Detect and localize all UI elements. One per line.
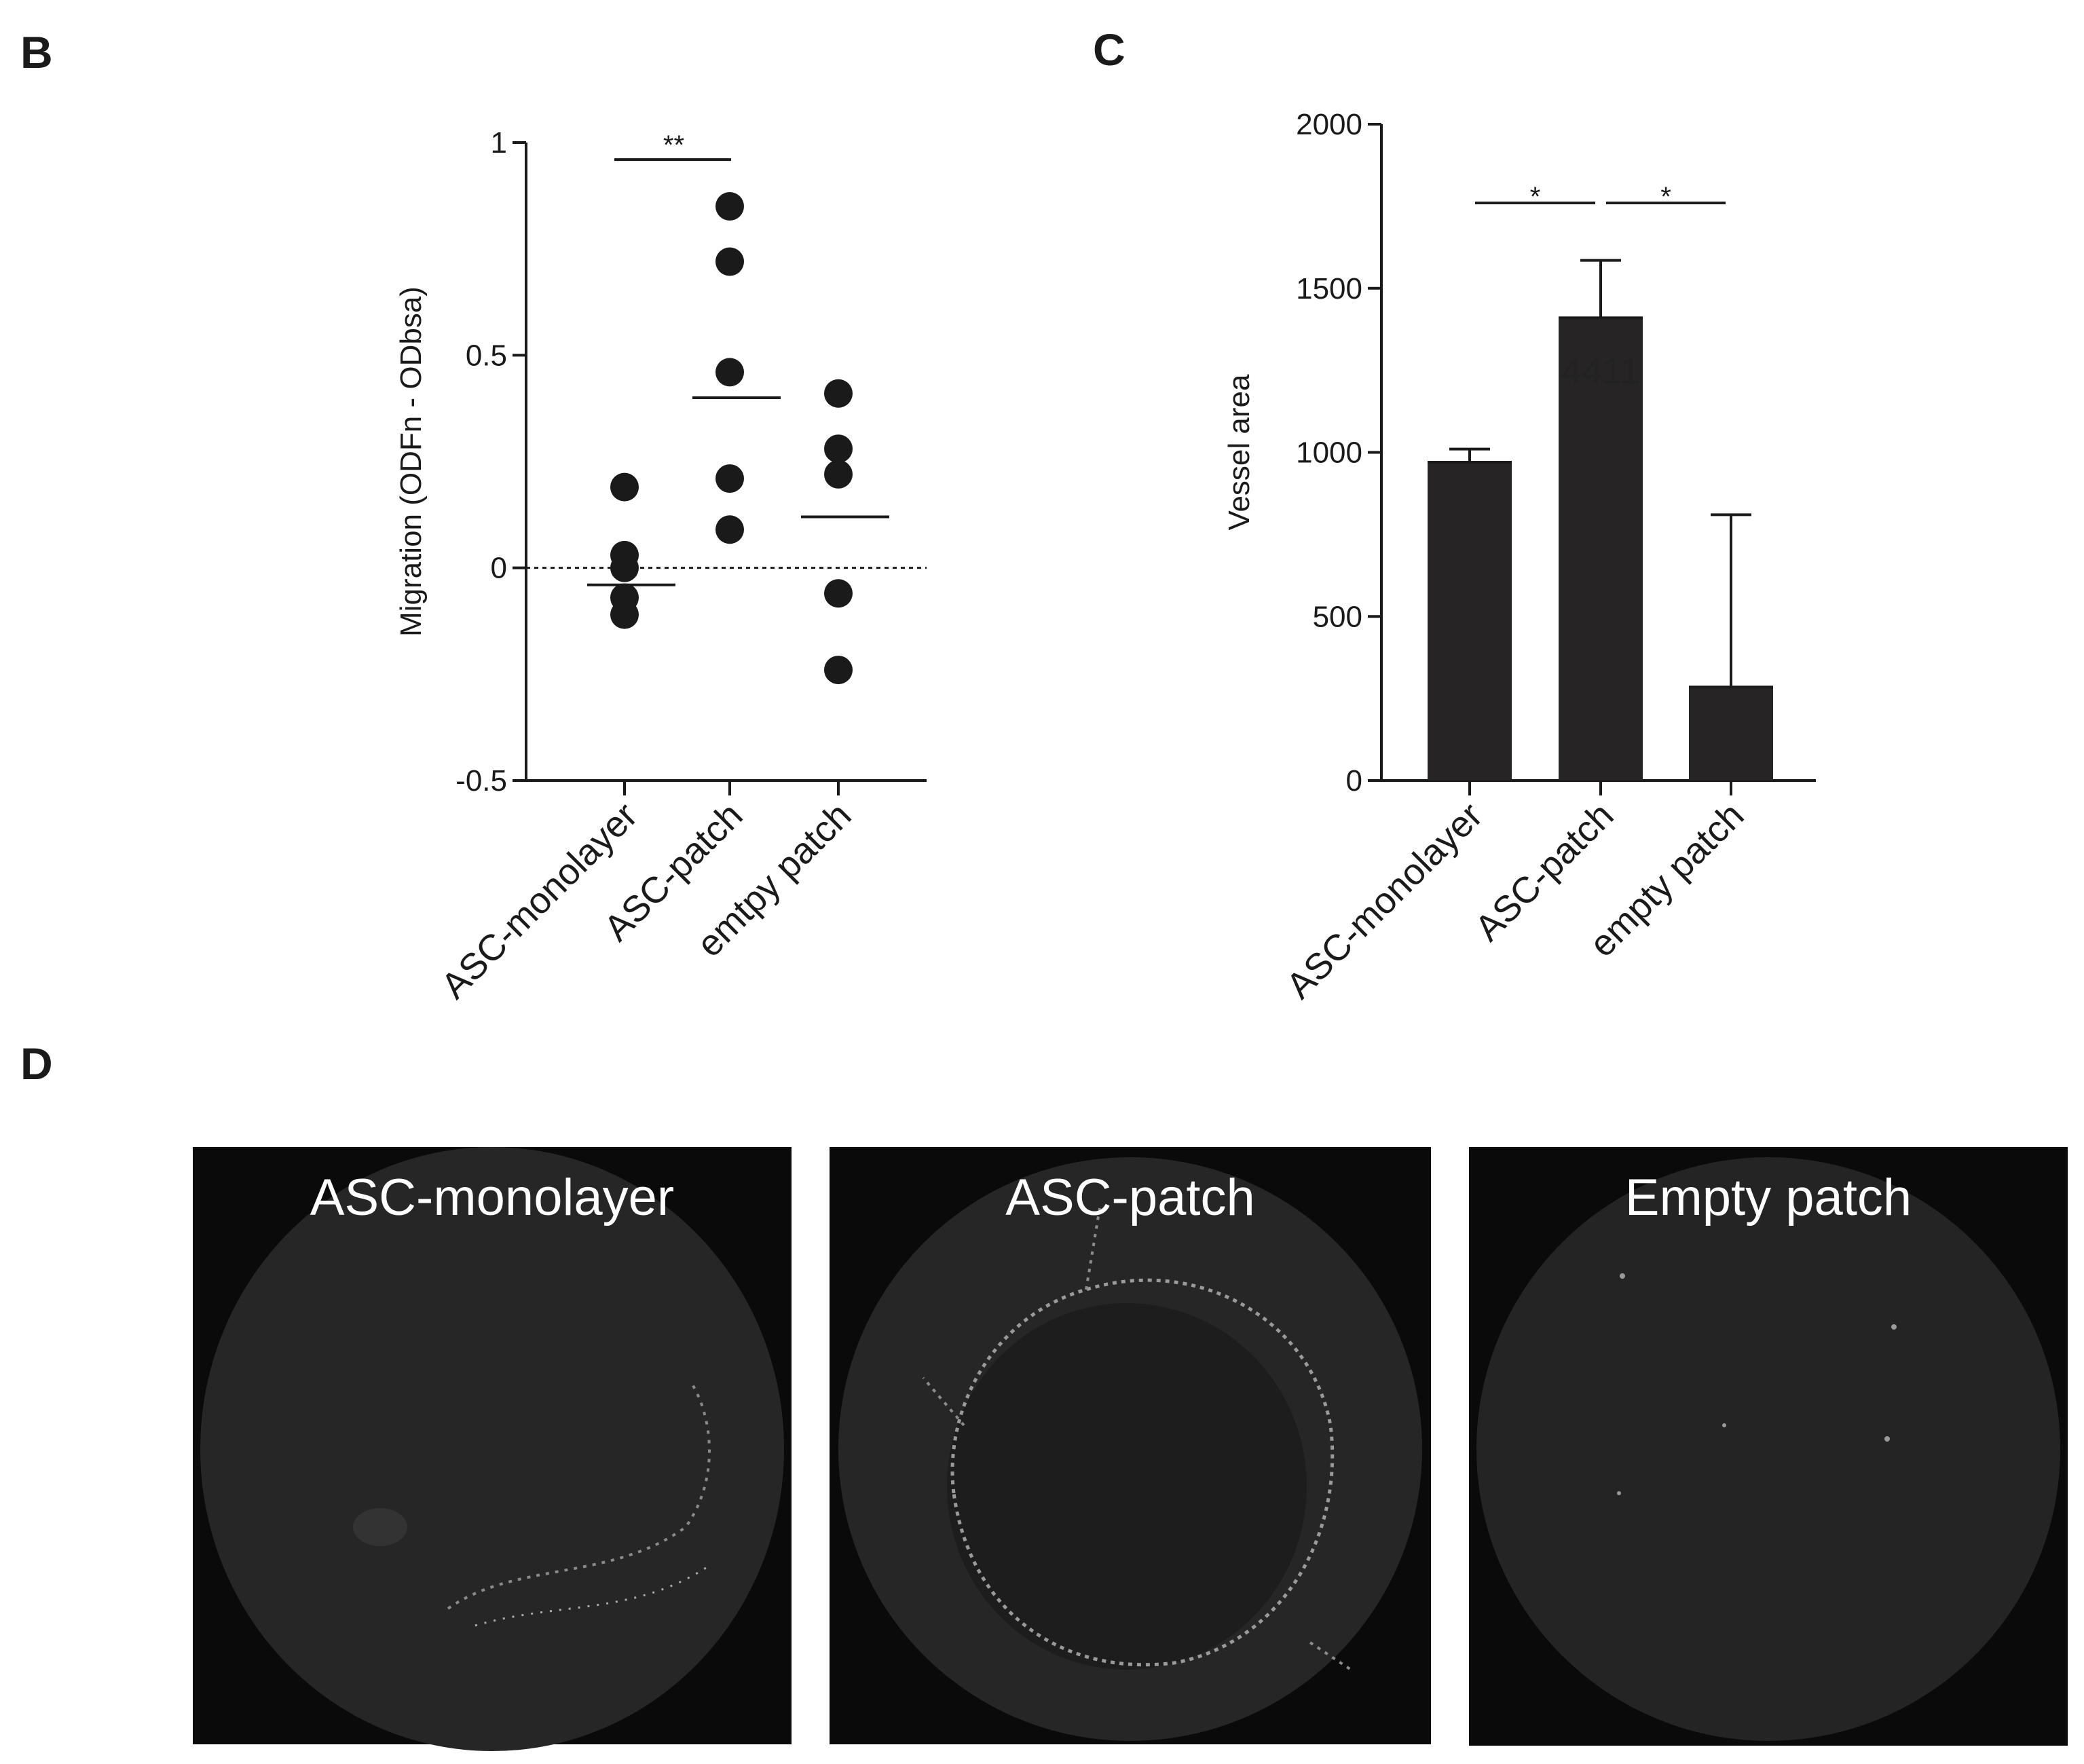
panel-label-c: C: [1093, 24, 1125, 75]
y-tick-label: 1: [491, 126, 507, 159]
bar: [1689, 687, 1773, 781]
culture-dish: [1476, 1157, 2060, 1741]
significance-marker: **: [663, 130, 684, 160]
speck: [1891, 1324, 1897, 1330]
y-tick-label: 0: [491, 552, 507, 585]
blur-spot: [353, 1508, 407, 1546]
data-point: [824, 579, 853, 608]
micrograph-asc-patch: ASC-patch: [830, 1147, 1431, 1744]
vessel-network: [950, 1278, 1335, 1667]
y-tick-label: 500: [1313, 600, 1362, 633]
speck: [1722, 1423, 1726, 1427]
data-point: [715, 247, 744, 276]
bar: [1559, 318, 1643, 781]
x-category-label: ASC-monolayer: [1279, 795, 1491, 1007]
micrograph-title: Empty patch: [1625, 1169, 1912, 1226]
data-point: [610, 600, 639, 629]
micrograph-empty-patch: Empty patch: [1469, 1147, 2068, 1746]
y-axis-label: Migration (ODFn - ODbsa): [394, 286, 428, 637]
micrograph-title: ASC-patch: [1005, 1169, 1255, 1226]
data-point: [715, 358, 744, 387]
culture-dish: [200, 1147, 784, 1751]
data-point: [824, 379, 853, 408]
data-point: [824, 656, 853, 685]
significance-marker: *: [1660, 182, 1671, 212]
panel-label-d: D: [20, 1038, 53, 1089]
vessel-network: [447, 1383, 711, 1610]
data-point: [715, 515, 744, 544]
micrograph-title: ASC-monolayer: [310, 1169, 674, 1226]
patch-region: [947, 1303, 1307, 1670]
bar: [1428, 462, 1512, 781]
y-tick-label: -0.5: [455, 764, 507, 797]
x-category-label: ASC-monolayer: [434, 795, 646, 1007]
micrograph-asc-monolayer: ASC-monolayer: [193, 1147, 792, 1751]
data-point: [824, 434, 853, 464]
y-axis-label: Vessel area: [1223, 374, 1256, 530]
y-tick-label: 0: [1346, 764, 1362, 797]
data-point: [715, 464, 744, 493]
speck: [1884, 1436, 1890, 1442]
data-point: [715, 192, 744, 221]
data-point: [610, 472, 639, 502]
y-tick-label: 1000: [1296, 436, 1362, 470]
speck: [1617, 1491, 1621, 1495]
data-point: [610, 553, 639, 582]
bar-annotation: 4411: [1561, 351, 1640, 392]
y-tick-label: 2000: [1296, 108, 1362, 141]
panel-label-b: B: [20, 27, 53, 77]
y-tick-label: 1500: [1296, 272, 1362, 305]
data-point: [824, 459, 853, 489]
significance-marker: *: [1530, 182, 1541, 212]
vessel-network: [922, 1207, 1352, 1671]
y-tick-label: 0.5: [466, 339, 507, 372]
speck: [1620, 1273, 1625, 1279]
